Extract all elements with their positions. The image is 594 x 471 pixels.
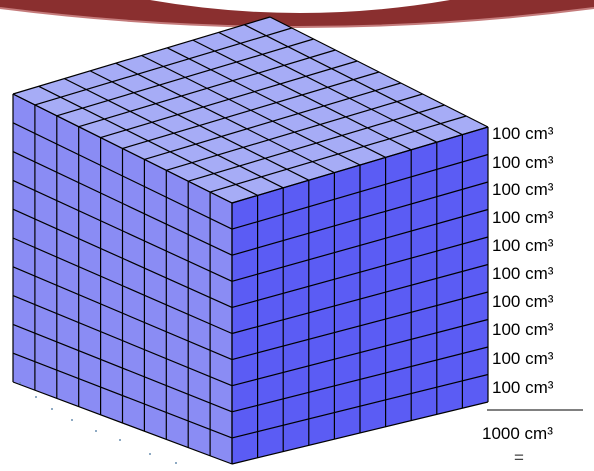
grid-line-43 (192, 39, 412, 151)
grid-line-38 (144, 82, 401, 160)
layer-label-6: 100 cm³ (492, 264, 554, 283)
cube (12, 16, 489, 465)
grid-line-34 (12, 237, 233, 335)
grid-line-62 (231, 126, 489, 204)
grid-line-54 (231, 346, 489, 413)
grid-line-48 (231, 318, 489, 387)
grid-line-36 (231, 263, 489, 335)
grid-line-55 (244, 24, 463, 136)
grid-line-46 (12, 295, 233, 387)
layer-label-7: 100 cm³ (492, 292, 554, 311)
header-banner-highlight (0, 7, 594, 28)
grid-line-66 (231, 401, 489, 465)
grid-line-56 (209, 115, 467, 193)
layer-label-1: 100 cm³ (492, 124, 554, 143)
layer-label-2: 100 cm³ (492, 153, 554, 172)
layer-label-3: 100 cm³ (492, 180, 554, 199)
grid-line-32 (122, 71, 380, 150)
layer-label-5: 100 cm³ (492, 236, 554, 255)
grid-line-44 (166, 93, 423, 171)
cube-grid-lines (12, 16, 489, 465)
header-banner-arc (0, 0, 594, 27)
grid-line-49 (218, 31, 438, 143)
grid-line-42 (231, 291, 489, 361)
grid-line-37 (166, 47, 386, 158)
grid-line-58 (12, 352, 233, 439)
total-volume-label: 1000 cm³ (482, 424, 553, 443)
layer-label-9: 100 cm³ (492, 349, 554, 368)
grid-line-60 (231, 373, 489, 439)
grid-line-40 (12, 266, 233, 361)
shadow-dots (19, 382, 177, 464)
layer-label-8: 100 cm³ (492, 320, 554, 339)
equals-sign: = (514, 448, 524, 467)
layer-label-10: 100 cm³ (492, 378, 554, 397)
grid-line-61 (269, 16, 489, 128)
grid-line-50 (188, 104, 445, 182)
grid-line-64 (12, 381, 233, 465)
grid-line-52 (12, 323, 233, 413)
layer-label-4: 100 cm³ (492, 208, 554, 227)
